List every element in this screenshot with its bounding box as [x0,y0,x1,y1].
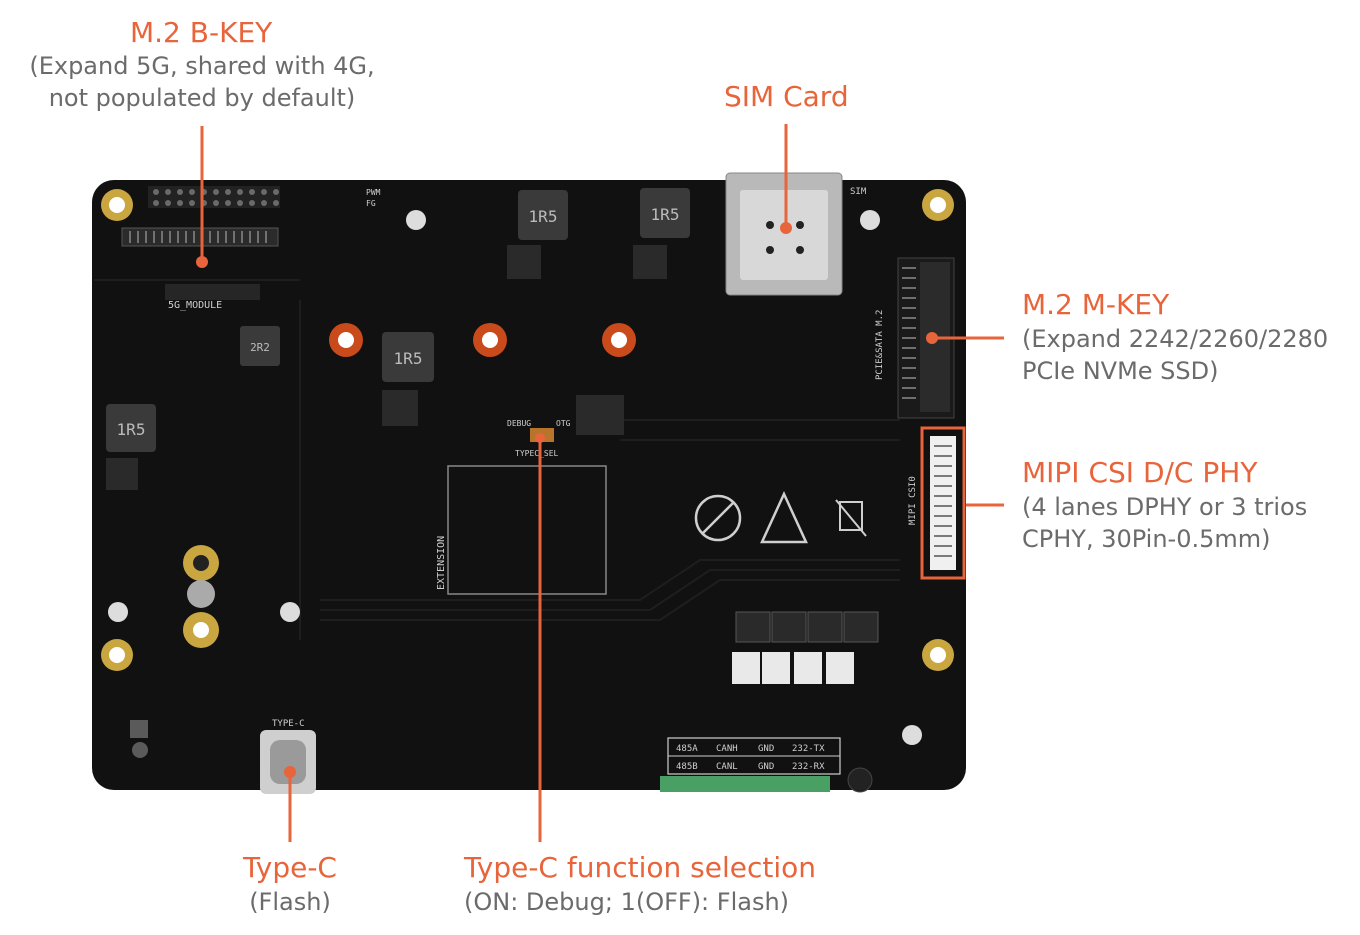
svg-text:SIM: SIM [850,187,867,197]
m2-bkey-title: M.2 B-KEY [130,16,273,49]
m2-bkey-connector [121,227,279,247]
inductor-1: 1R5 [518,190,568,240]
inductor-5: 2R2 [240,326,280,366]
svg-text:FG: FG [366,199,376,208]
svg-text:1R5: 1R5 [651,205,680,224]
mipi-desc-1: (4 lanes DPHY or 3 trios [1022,493,1308,521]
svg-text:MIPI CSI0: MIPI CSI0 [908,476,918,525]
leader-lines [200,124,1004,842]
esd-logo [760,490,808,544]
svg-text:CANL: CANL [716,762,738,772]
svg-text:CANH: CANH [716,744,738,754]
audio-jack [847,767,873,793]
sim-card-slot [725,172,843,296]
typec-select-title: Type-C function selection [464,851,816,884]
svg-text:GND: GND [758,762,774,772]
mipi-title: MIPI CSI D/C PHY [1022,456,1258,489]
inductor-2: 1R5 [640,188,690,238]
terminal-block [660,776,830,792]
typec-desc: (Flash) [249,888,331,916]
typec-select-desc: (ON: Debug; 1(OFF): Flash) [464,888,790,916]
svg-text:PWM: PWM [366,188,381,197]
m2-bkey-desc-2: not populated by default) [48,84,356,112]
m2-bkey-desc-1: (Expand 5G, shared with 4G, [29,52,375,80]
mipi-csi-connector [920,426,966,580]
typec-title: Type-C [243,851,337,884]
svg-text:PCIE&SATA M.2: PCIE&SATA M.2 [875,310,885,380]
m2-mkey-title: M.2 M-KEY [1022,288,1170,321]
mipi-desc-2: CPHY, 30Pin-0.5mm) [1022,525,1271,553]
svg-text:1R5: 1R5 [529,207,558,226]
svg-text:232-TX: 232-TX [792,744,825,754]
svg-text:2R2: 2R2 [250,341,270,354]
sim-card-title: SIM Card [724,80,849,113]
svg-text:TYPE-C: TYPE-C [272,719,305,729]
svg-text:485A: 485A [676,744,698,754]
svg-text:232-RX: 232-RX [792,762,825,772]
svg-text:EXTENSION: EXTENSION [436,536,447,590]
inductor-3: 1R5 [382,332,434,382]
weee-logo [835,499,867,537]
copper-standoffs [329,323,636,357]
m2-mkey-desc-2: PCIe NVMe SSD) [1022,357,1219,385]
svg-text:OTG: OTG [556,419,571,428]
svg-text:1R5: 1R5 [394,349,423,368]
typec-port: TYPE-C [260,719,316,794]
m2-mkey-desc-1: (Expand 2242/2260/2280 [1022,325,1329,353]
mounting-holes [101,189,954,671]
svg-text:1R5: 1R5 [117,420,146,439]
extension-header [447,465,607,595]
svg-text:TYPEC_SEL: TYPEC_SEL [515,449,559,458]
svg-text:485B: 485B [676,762,698,772]
inductor-4: 1R5 [106,404,156,452]
pb-free-logo [694,494,742,542]
power-pads [183,545,219,648]
svg-text:GND: GND [758,744,774,754]
svg-text:DEBUG: DEBUG [507,419,531,428]
terminal-label: 485A CANH GND 232-TX 485B CANL GND 232-R… [667,737,841,775]
silk-5g-module: 5G_MODULE [168,300,222,311]
